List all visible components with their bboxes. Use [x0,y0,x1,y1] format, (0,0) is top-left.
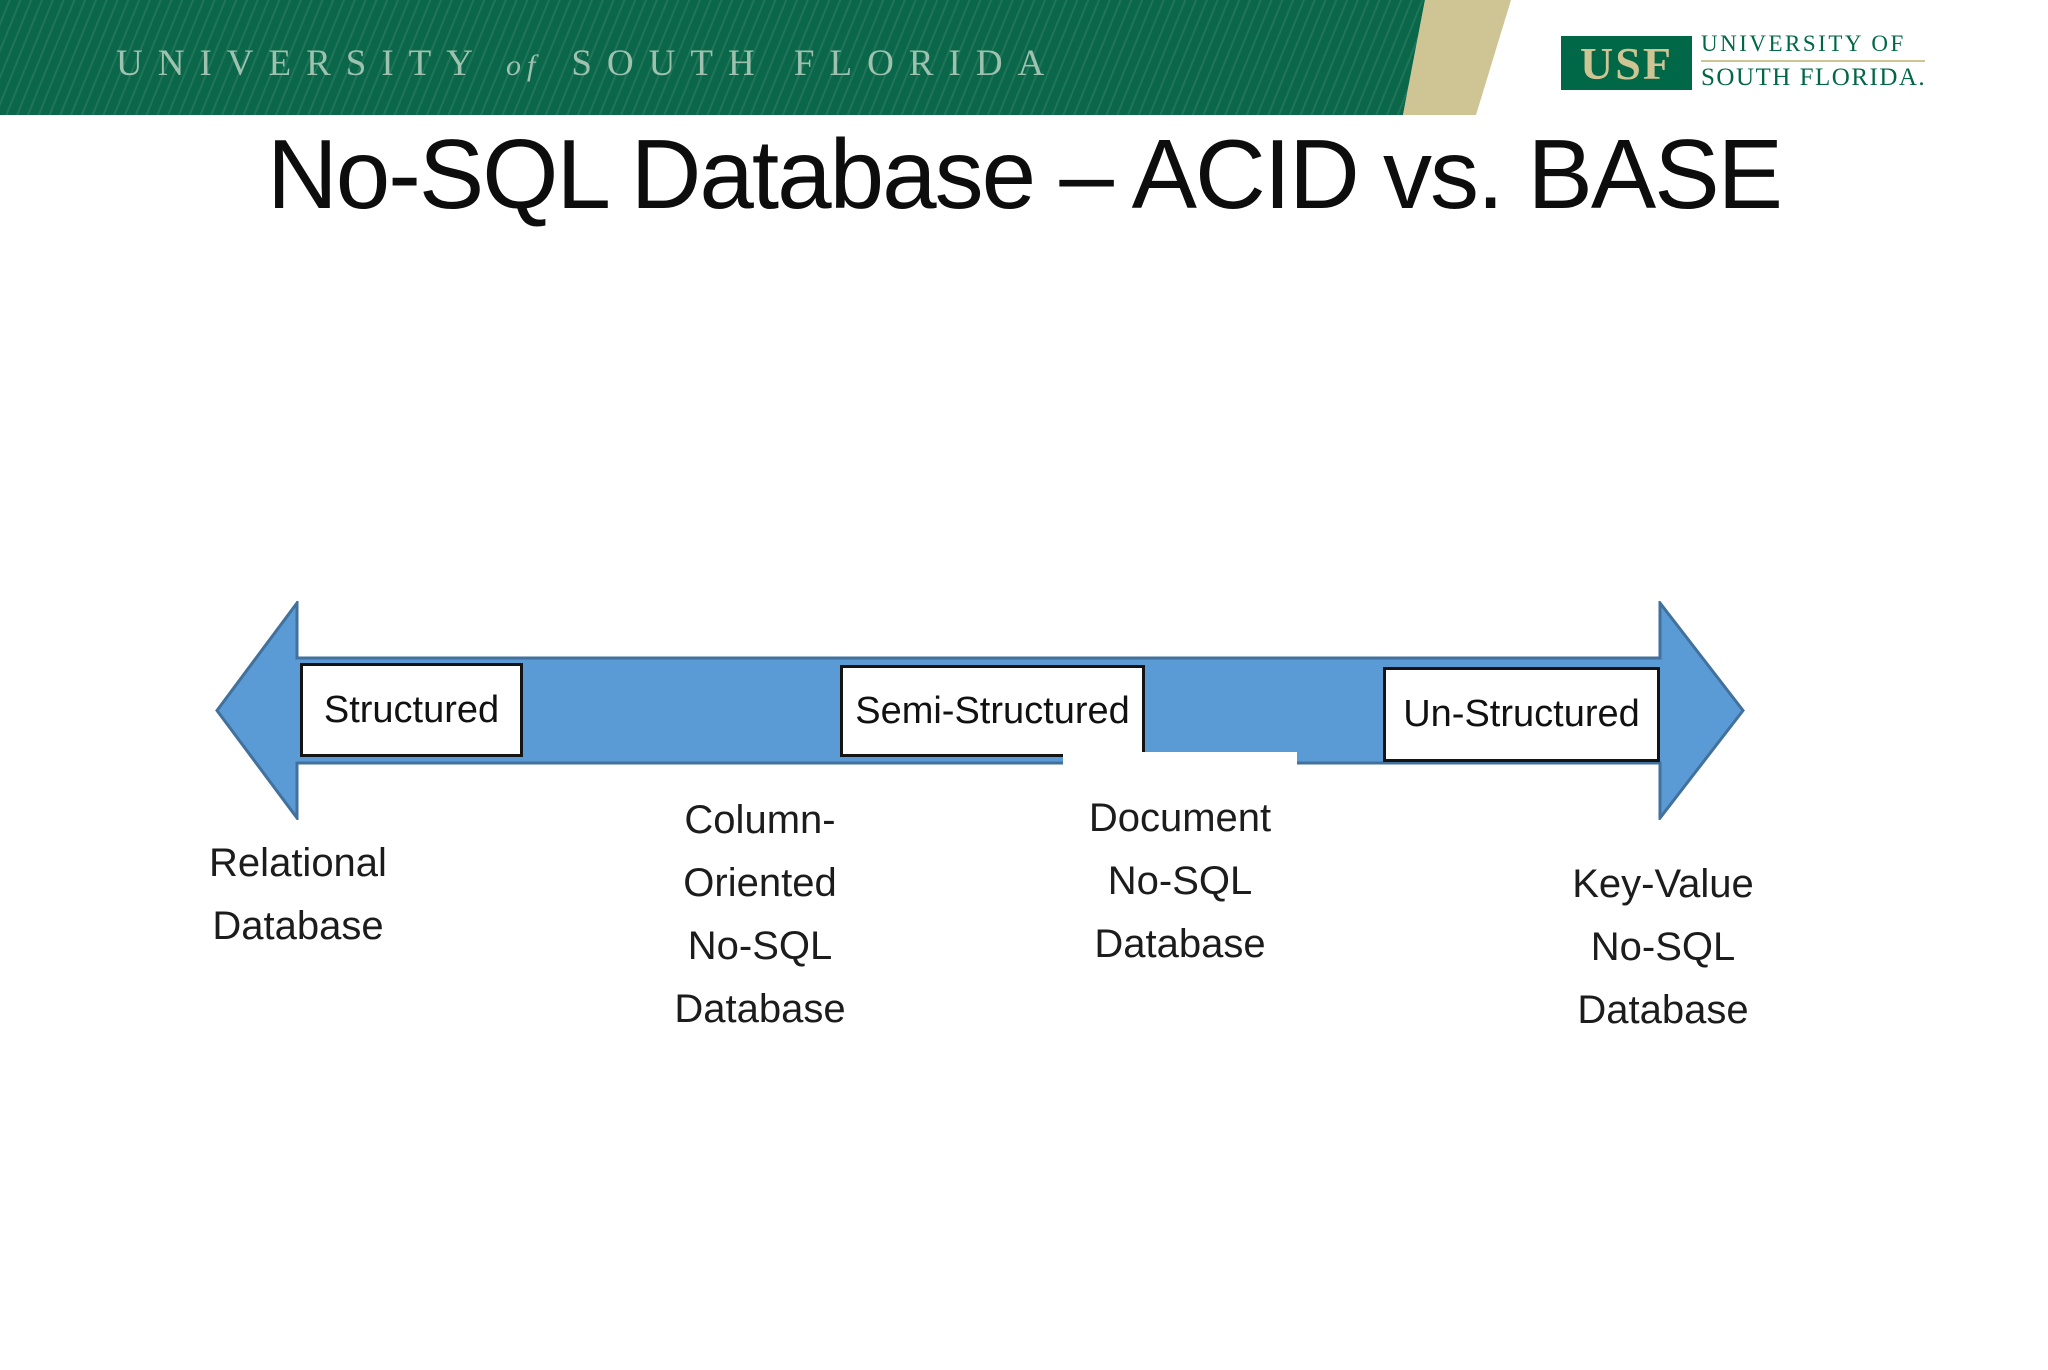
banner-wordmark: UNIVERSITY of SOUTH FLORIDA [116,42,1089,85]
usf-logo-line1: UNIVERSITY OF [1701,31,1906,56]
caption-line: Document [1088,796,1272,840]
caption-key-value-nosql: Key-Value No-SQL Database [1513,853,1813,1042]
caption-line: Column- [684,798,836,842]
semi-structured-box: Semi-Structured [840,665,1145,757]
wordmark-university: UNIVERSITY [116,43,488,84]
structured-box-label: Structured [323,688,500,731]
caption-line: Oriented [683,861,837,905]
wordmark-of: of [505,49,542,82]
wordmark-south-florida: SOUTH FLORIDA [571,43,1060,84]
un-structured-box-label: Un-Structured [1403,693,1640,735]
usf-logo-rule [1701,60,1925,62]
semi-structured-box-label: Semi-Structured [855,689,1130,732]
header-banner: UNIVERSITY of SOUTH FLORIDA [0,0,2048,115]
usf-monogram-box: USF [1561,36,1692,90]
caption-line: Database [1094,922,1266,966]
caption-line: Key-Value [1572,862,1754,906]
structured-box: Structured [300,663,523,757]
usf-logo-text: UNIVERSITY OF SOUTH FLORIDA. [1701,31,1931,92]
banner-green-field [0,0,1425,115]
caption-column-oriented-nosql: Column- Oriented No-SQL Database [610,789,910,1041]
caption-line: No-SQL [1107,859,1253,903]
un-structured-box: Un-Structured [1383,667,1660,762]
caption-line: No-SQL [1590,925,1736,969]
caption-line: No-SQL [687,924,833,968]
caption-line: Database [674,987,846,1031]
arrow-white-notch [1063,752,1297,778]
slide-title: No-SQL Database – ACID vs. BASE [267,119,1783,229]
usf-logo-line2: SOUTH FLORIDA. [1701,64,1927,91]
caption-line: Relational [209,841,387,885]
caption-line: Database [212,904,384,948]
caption-document-nosql: Document No-SQL Database [1030,787,1330,976]
caption-relational-database: Relational Database [148,832,448,958]
caption-line: Database [1577,988,1749,1032]
